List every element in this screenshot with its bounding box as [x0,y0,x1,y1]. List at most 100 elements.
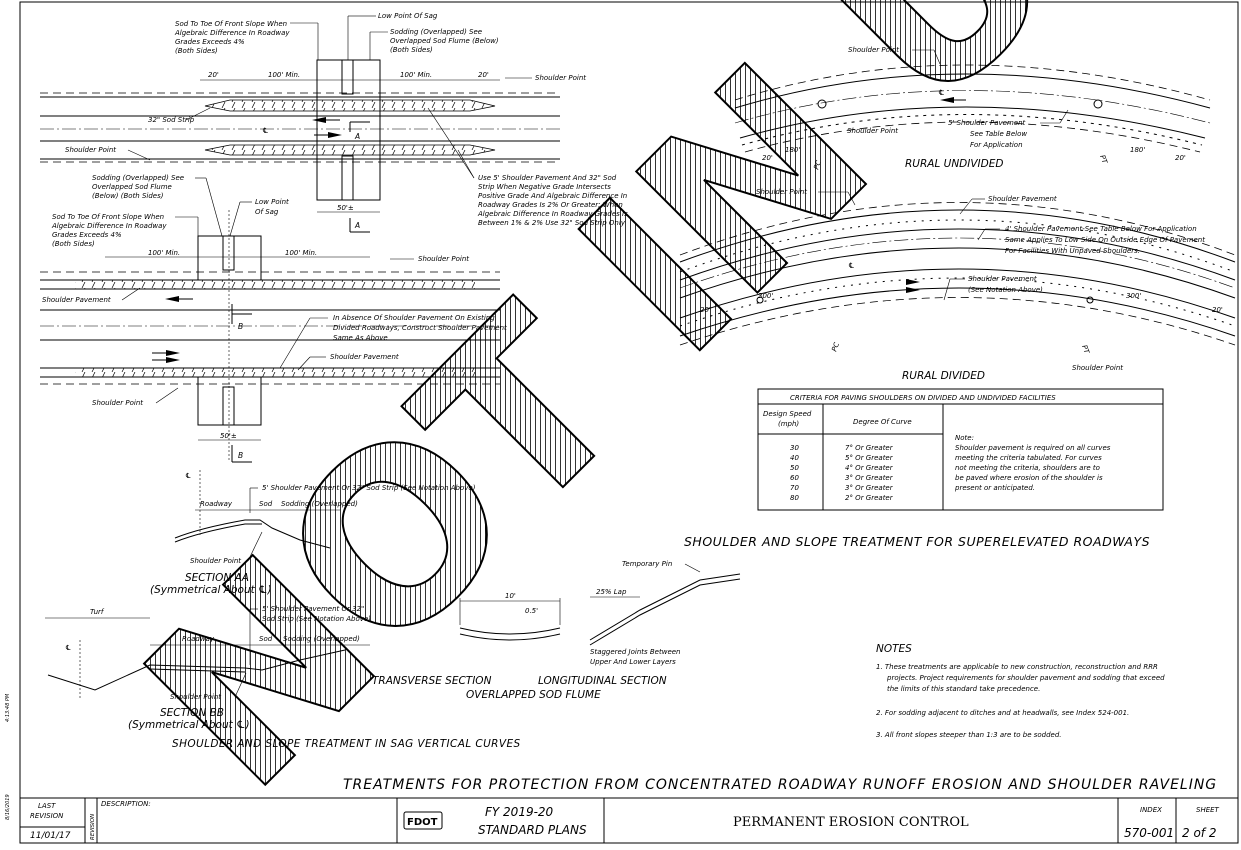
sodding-label-2: Overlapped Sod Flume (Below) [390,37,499,45]
note-1a: 1. These treatments are applicable to ne… [876,663,1158,671]
tb-fy: FY 2019-20 [485,805,554,819]
sod-note-line2: Algebraic Difference In Roadway [174,29,290,37]
rd-d20-right: 20' [1212,306,1223,314]
bb-shoulder-point: Shoulder Point [170,693,221,701]
temporary-pin: Temporary Pin [622,560,672,568]
tb-std: STANDARD PLANS [478,823,587,837]
ru-pt: PT [1098,154,1109,165]
tb-sheet-label: SHEET [1196,806,1220,814]
section-aa-title: SECTION AA [185,572,249,584]
flume-10: 10' [505,592,516,600]
tb-revision-vertical: REVISION [90,814,96,840]
dim-50-b: 50'± [220,432,237,440]
use-note-5: Algebraic Difference In Roadway Grades I… [477,210,628,218]
crit-note-1: Shoulder pavement is required on all cur… [955,444,1111,452]
rd-pt: PT [1080,344,1091,355]
tb-date: 11/01/17 [30,831,71,841]
shoulder-point-label-1: Shoulder Point [535,74,586,82]
rd-shoulder-pavement: Shoulder Pavement [988,195,1057,203]
dim-20-left: 20' [208,71,219,79]
ru-d180-right: 180' [1130,146,1145,154]
tb-revision: REVISION [30,812,64,820]
tb-index-label: INDEX [1140,806,1162,814]
stagger-1: Staggered Joints Between [590,648,681,656]
bb-turf: Turf [90,608,105,616]
aa-sodding: Sodding (Overlapped) [281,500,358,508]
section-bb: Turf 5' Shoulder Pavement Or 32" Sod Str… [45,605,521,750]
sag-plan-b: Sodding (Overlapped) See Overlapped Sod … [40,174,507,463]
crit-note-4: be paved where erosion of the shoulder i… [955,474,1103,482]
sod-note-line4: (Both Sides) [175,47,218,55]
aa-shoulder-point: Shoulder Point [190,557,241,565]
rd-see-1: Shoulder Pavement [968,275,1037,283]
ru-pc: PC [812,159,823,170]
speed-40: 40 [790,454,799,462]
deg-40: 5° Or Greater [845,454,894,462]
sag-curves-title: SHOULDER AND SLOPE TREATMENT IN SAG VERT… [172,738,521,750]
dim-100-left: 100' Min. [268,71,300,79]
deg-50: 4° Or Greater [845,464,894,472]
rural-divided-title: RURAL DIVIDED [902,370,985,382]
aa-roadway: Roadway [200,500,233,508]
shoulder-pavement-b2: Shoulder Pavement [330,353,399,361]
bb-sod: Sod [259,635,273,643]
dim-100-b-right: 100' Min. [285,249,317,257]
bb-centerline: ℄ [65,644,71,652]
use-note-6: Between 1% & 2% Use 32" Sod Strip Only [478,219,626,227]
section-b-top: B [238,322,243,331]
bb-roadway: Roadway [182,635,215,643]
tb-name: PERMANENT EROSION CONTROL [733,815,969,830]
shoulder-pavement-b: Shoulder Pavement [42,296,111,304]
rd-centerline: ℄ [848,261,855,270]
sodding-b-2: Overlapped Sod Flume [92,183,172,191]
sod-flume: Temporary Pin 10' 0.5' 25% Lap Staggered… [372,560,741,701]
speed-30: 30 [790,444,799,452]
notes: NOTES 1. These treatments are applicable… [876,643,1165,739]
crit-note-0: Note: [955,434,974,442]
section-b-bottom: B [238,451,243,460]
section-bb-sub: (Symmetrical About ℄) [128,719,250,731]
ru-note-3: For Application [970,141,1023,149]
sodding-label-1: Sodding (Overlapped) See [390,28,482,36]
tb-index: 570-001 [1124,826,1174,840]
dim-50-a: 50'± [337,204,354,212]
dim-100-right: 100' Min. [400,71,432,79]
aa-sod: Sod [259,500,273,508]
sod-toe-b-3: Grades Exceeds 4% [52,231,122,239]
rd-see-2: (See Notation Above) [968,286,1043,294]
deg-70: 3° Or Greater [845,484,894,492]
rd-d300-left: 300' [758,292,773,300]
flume-05: 0.5' [525,607,538,615]
sod-toe-b-2: Algebraic Difference In Roadway [51,222,167,230]
plot-time: 4:13:48 PM [5,693,11,722]
shoulder-point-b-1: Shoulder Point [418,255,469,263]
tb-sheet: 2 of 2 [1182,826,1216,840]
criteria-col2: Degree Of Curve [853,418,912,426]
flume-lap: 25% Lap [596,588,627,596]
ru-d20-left: 20' [762,154,773,162]
main-title: TREATMENTS FOR PROTECTION FROM CONCENTRA… [343,777,1217,793]
section-a-bottom: A [354,221,360,230]
absence-1: In Absence Of Shoulder Pavement On Exist… [333,314,495,322]
rd-d300-right: 300' [1126,292,1141,300]
rural-undivided-title: RURAL UNDIVIDED [905,158,1003,170]
notes-heading: NOTES [876,643,912,655]
absence-3: Same As Above [333,334,388,342]
aa-centerline: ℄ [185,472,191,480]
plot-date: 8/16/2019 [5,794,11,820]
longitudinal-title: LONGITUDINAL SECTION [538,675,667,687]
note-1b: projects. Project requirements for shoul… [886,674,1165,682]
sodding-b-1: Sodding (Overlapped) See [92,174,184,182]
speed-70: 70 [790,484,799,492]
title-block: LAST REVISION 11/01/17 REVISION DESCRIPT… [20,797,1238,843]
ru-note-1: 5' Shoulder Pavement [948,119,1026,127]
absence-2: Divided Roadways, Construct Shoulder Pav… [333,324,507,332]
speed-60: 60 [790,474,799,482]
dim-100-b-left: 100' Min. [148,249,180,257]
stagger-2: Upper And Lower Layers [590,658,676,666]
criteria-col1a: Design Speed [763,410,812,418]
shoulder-point-b-2: Shoulder Point [92,399,143,407]
low-point-b-2: Of Sag [255,208,279,216]
sod-note-line1: Sod To Toe Of Front Slope When [175,20,287,28]
